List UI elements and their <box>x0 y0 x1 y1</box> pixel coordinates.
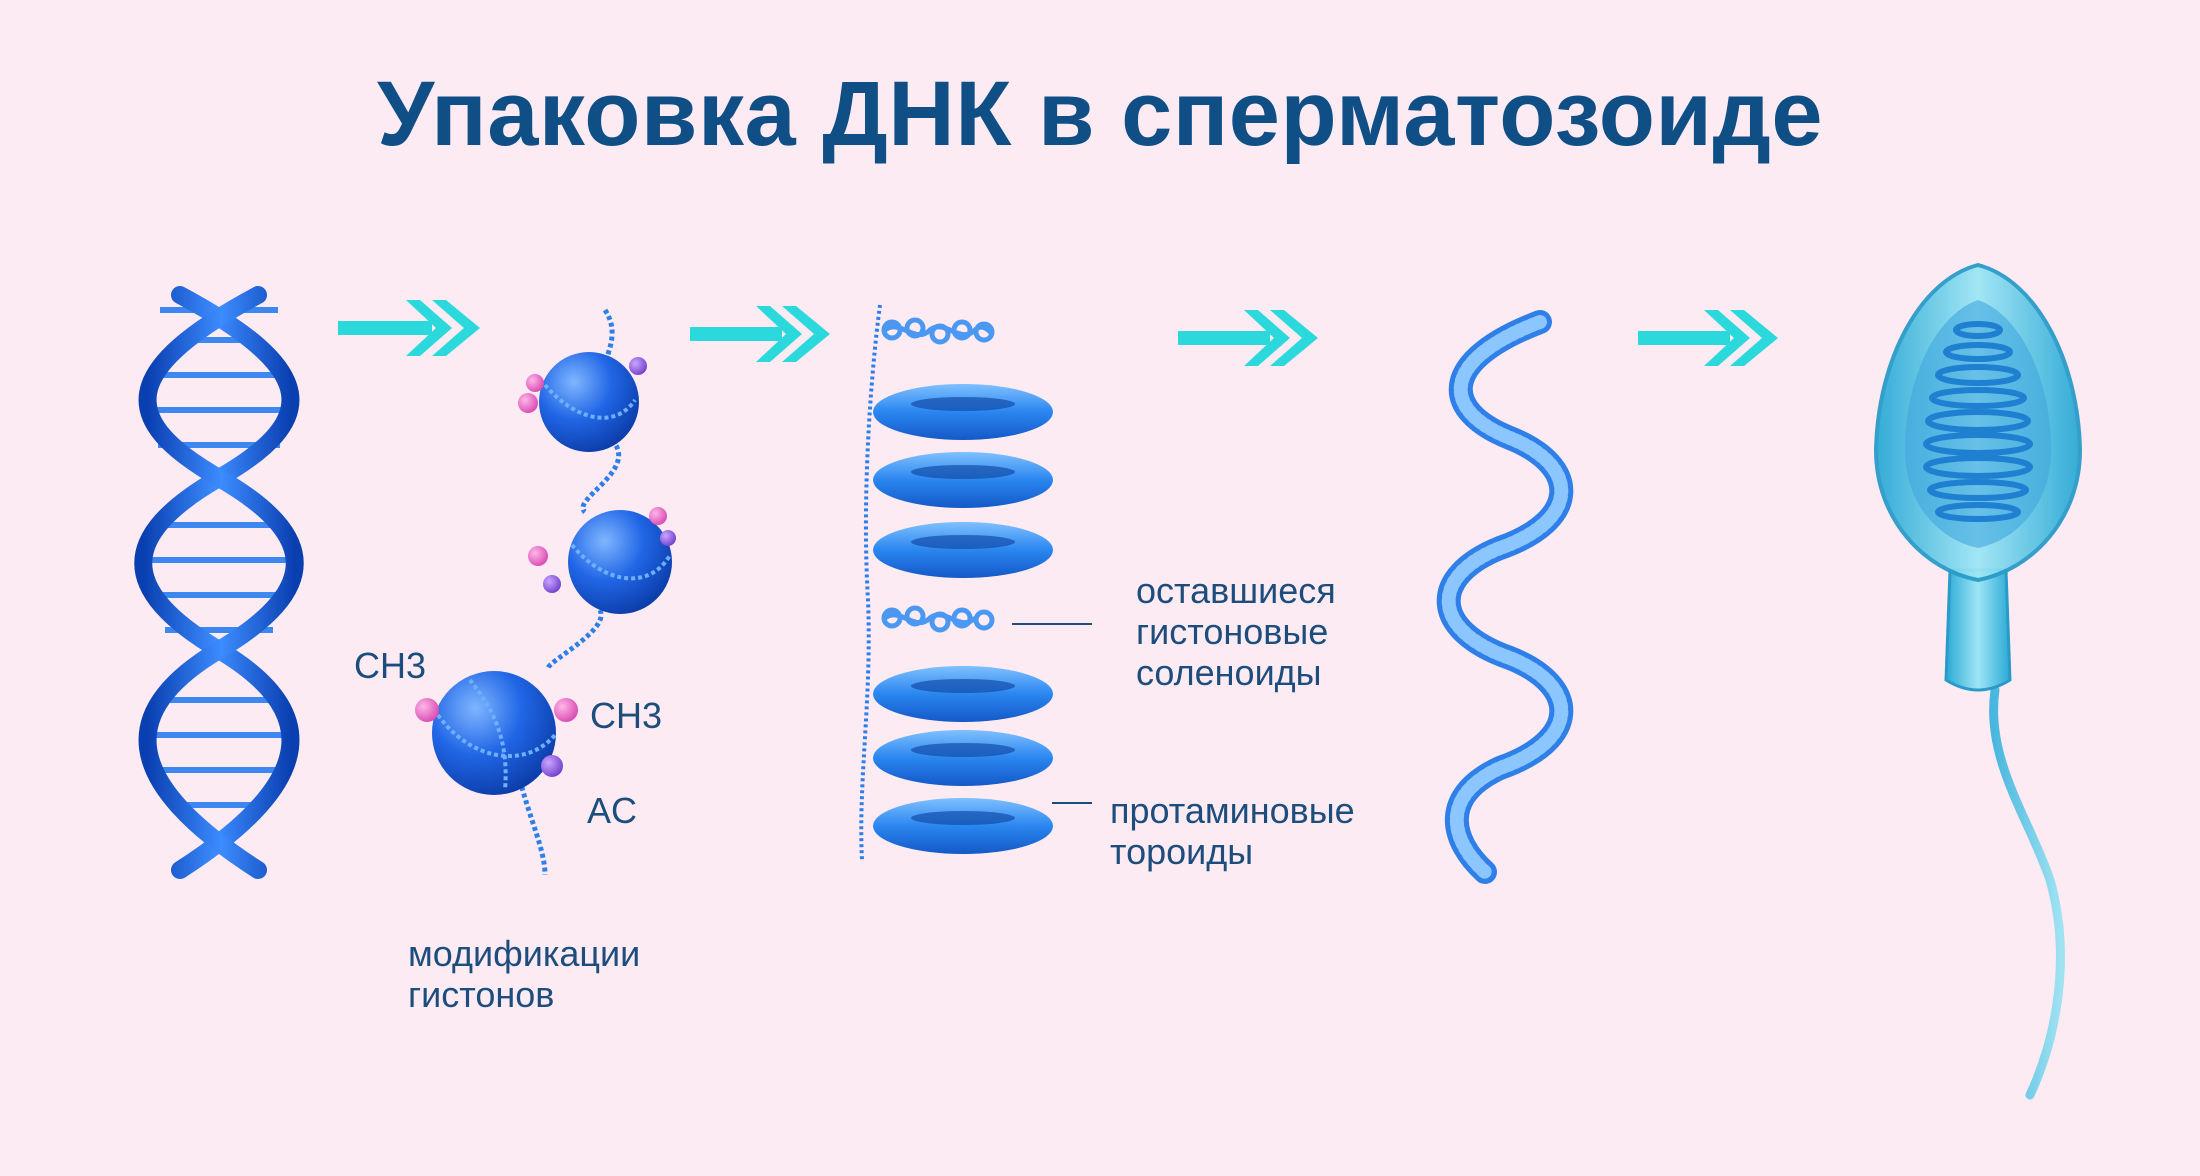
label-line: модификации <box>408 933 641 974</box>
label-line: тороиды <box>1110 831 1254 872</box>
page-title: Упаковка ДНК в сперматозоиде <box>376 63 1824 165</box>
label-line: соленоиды <box>1136 652 1322 693</box>
arrow-right-icon <box>690 306 830 362</box>
label-line: оставшиеся <box>1136 570 1336 611</box>
label-protamine-toroids: протаминовые тороиды <box>1110 790 1355 872</box>
arrow-right-icon <box>1638 310 1778 366</box>
arrow-right-icon <box>338 300 480 356</box>
label-line: протаминовые <box>1110 790 1355 831</box>
label-line: гистоновые <box>1136 611 1329 652</box>
arrow-right-icon <box>1178 310 1318 366</box>
label-line: гистонов <box>408 974 555 1015</box>
label-remaining-histone-solenoids: оставшиеся гистоновые соленоиды <box>1136 570 1336 693</box>
sperm-cell-icon <box>1873 262 2083 1100</box>
dna-helix-icon <box>134 286 304 879</box>
label-ch3-left: CH3 <box>354 645 427 686</box>
label-histone-modifications: модификации гистонов <box>408 933 640 1015</box>
supercoil-icon <box>1436 310 1574 884</box>
toroid-icon <box>859 304 1053 861</box>
label-ch3-right: CH3 <box>590 695 663 736</box>
label-ac: AC <box>587 790 638 831</box>
nucleosome-icon <box>415 308 676 876</box>
